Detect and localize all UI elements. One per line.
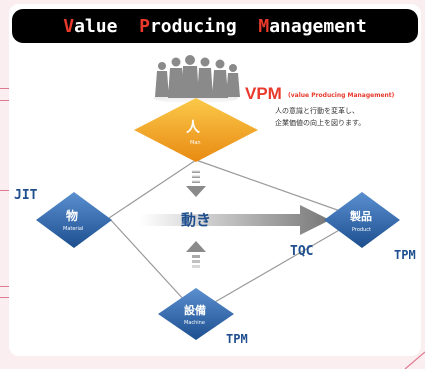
man-label: 人 [186,120,200,136]
material-label: 物 [66,209,79,223]
vpm-description-line1: 人の意識と行動を変革し、 [275,107,359,115]
machine-label: 設備 [184,304,206,317]
material-sublabel: Material [63,226,84,232]
left-accent-line-top [0,88,10,89]
people-silhouette-icon [154,55,240,104]
vpm-title: VPM [245,84,282,103]
man-sublabel: Man [190,140,201,146]
man-diamond [134,98,258,162]
left-accent-line-bottom [0,297,10,298]
connector-lines [108,159,361,314]
banner-cap-m: M [258,15,270,37]
machine-diamond [158,288,234,340]
vpm-subtitle: (value Producing Management) [288,92,395,99]
left-accent-line-mid [0,190,10,191]
banner-word-anagement: anagement [269,15,367,37]
diagram-panel [9,4,421,356]
tqc-tag: TQC [290,244,314,259]
material-diamond [36,192,112,248]
up-arrow-icon [186,241,206,268]
banner-word-roducing: roducing [149,15,237,37]
product-label: 製品 [350,210,372,223]
left-accent-line-lower [0,286,10,287]
movement-arrow [140,205,330,235]
banner-cap-p: P [139,15,150,37]
product-diamond [324,192,400,248]
tpm-bottom-tag: TPM [226,332,248,346]
product-sublabel: Product [352,227,371,233]
movement-label: 動き [181,211,212,229]
vpm-description-line2: 企業価値の向上を図ります。 [275,119,366,127]
left-accent-line-upper [0,100,10,101]
machine-sublabel: Machine [184,320,205,326]
down-arrow-icon [186,170,206,197]
banner-word-alue: alue [74,15,118,37]
jit-tag: JIT [14,188,38,203]
tpm-right-tag: TPM [394,248,416,262]
banner-cap-v: V [63,15,75,37]
